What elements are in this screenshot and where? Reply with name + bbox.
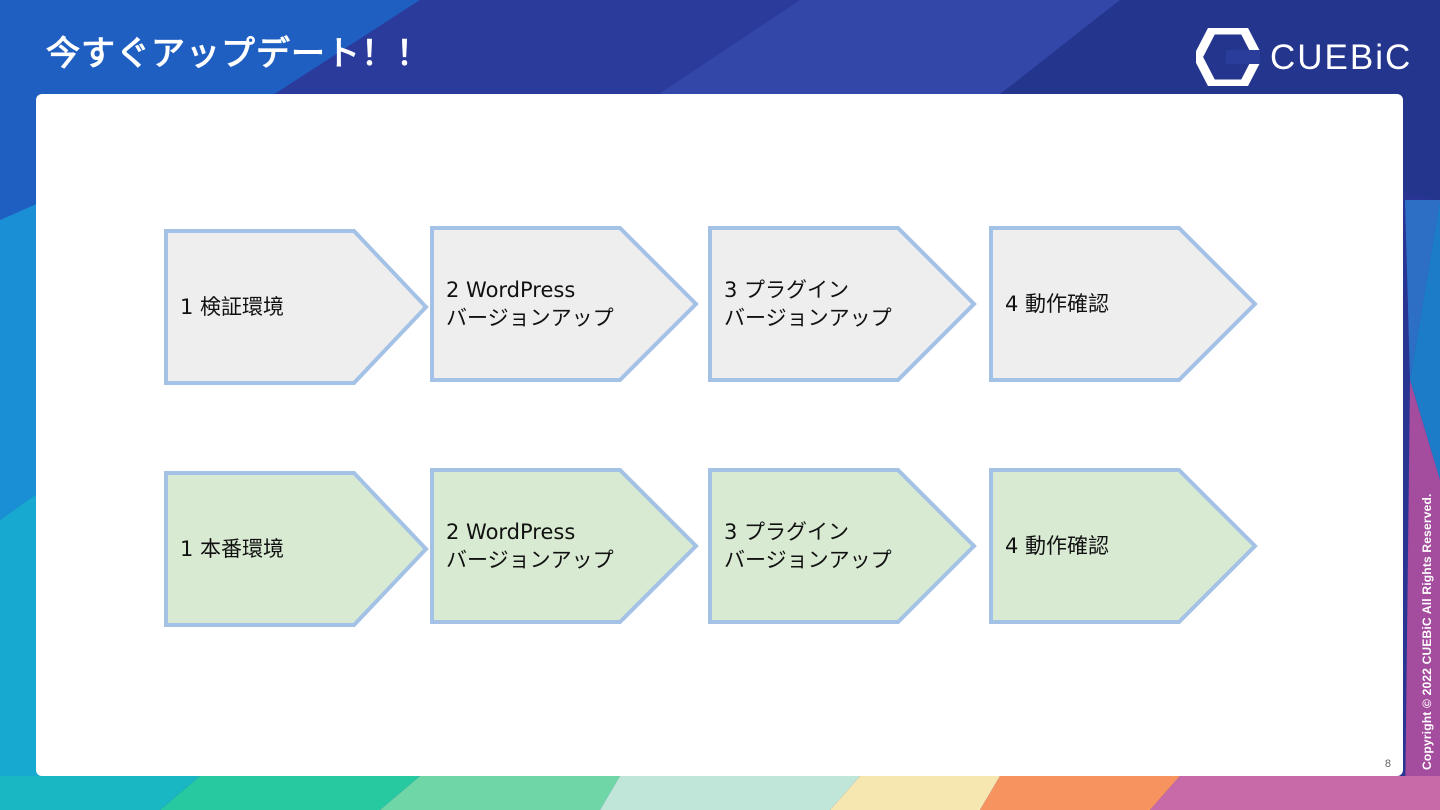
step-label-line: 1 本番環境 <box>180 537 285 561</box>
step-label: 1 本番環境 <box>180 471 284 627</box>
chevron-polygon <box>708 468 977 624</box>
chevron-shape <box>989 226 1258 382</box>
process-step-2: 2 WordPress バージョンアップ <box>430 468 699 638</box>
process-step-3: 3 プラグインバージョンアップ <box>708 226 977 396</box>
step-label-line: 3 プラグイン <box>724 278 850 302</box>
process-step-3: 3 プラグインバージョンアップ <box>708 468 977 638</box>
chevron-polygon <box>164 471 429 627</box>
process-step-4: 4 動作確認 <box>989 226 1258 396</box>
step-label-line: 2 WordPress <box>446 278 576 302</box>
copyright-notice: Copyright © 2022 CUEBiC All Rights Reser… <box>1420 493 1434 770</box>
step-label: 2 WordPress バージョンアップ <box>446 468 614 624</box>
chevron-shape <box>989 468 1258 624</box>
step-label: 3 プラグインバージョンアップ <box>724 468 892 624</box>
chevron-shape <box>430 226 699 382</box>
step-label: 1 検証環境 <box>180 229 284 385</box>
step-label-line: 2 WordPress <box>446 520 576 544</box>
step-label-line: バージョンアップ <box>446 548 614 572</box>
chevron-shape <box>708 468 977 624</box>
step-label-line: バージョンアップ <box>724 548 892 572</box>
chevron-polygon <box>989 468 1258 624</box>
logo-wordmark: CUEBiC <box>1270 38 1413 77</box>
chevron-shape <box>708 226 977 382</box>
step-label: 2 WordPress バージョンアップ <box>446 226 614 382</box>
chevron-shape <box>430 468 699 624</box>
process-step-1: 1 本番環境 <box>164 471 429 641</box>
page-number: 8 <box>1384 758 1391 770</box>
step-label: 4 動作確認 <box>1005 468 1109 624</box>
process-step-1: 1 検証環境 <box>164 229 429 399</box>
chevron-polygon <box>989 226 1258 382</box>
step-label-line: 4 動作確認 <box>1005 534 1110 558</box>
chevron-polygon <box>164 229 429 385</box>
bottom-color-strip <box>0 776 1440 810</box>
process-step-4: 4 動作確認 <box>989 468 1258 638</box>
step-label: 3 プラグインバージョンアップ <box>724 226 892 382</box>
step-label-line: 1 検証環境 <box>180 295 285 319</box>
cuebic-logo: CUEBiC <box>1196 28 1410 86</box>
step-label-line: バージョンアップ <box>446 306 614 330</box>
chevron-shape <box>164 229 429 385</box>
chevron-polygon <box>430 468 699 624</box>
step-label: 4 動作確認 <box>1005 226 1109 382</box>
step-label-line: 3 プラグイン <box>724 520 850 544</box>
cuebic-logo-icon <box>1196 28 1260 86</box>
process-step-2: 2 WordPress バージョンアップ <box>430 226 699 396</box>
chevron-shape <box>164 471 429 627</box>
chevron-polygon <box>708 226 977 382</box>
slide-title: 今すぐアップデート！！ <box>46 34 431 74</box>
chevron-polygon <box>430 226 699 382</box>
step-label-line: バージョンアップ <box>724 306 892 330</box>
step-label-line: 4 動作確認 <box>1005 292 1110 316</box>
